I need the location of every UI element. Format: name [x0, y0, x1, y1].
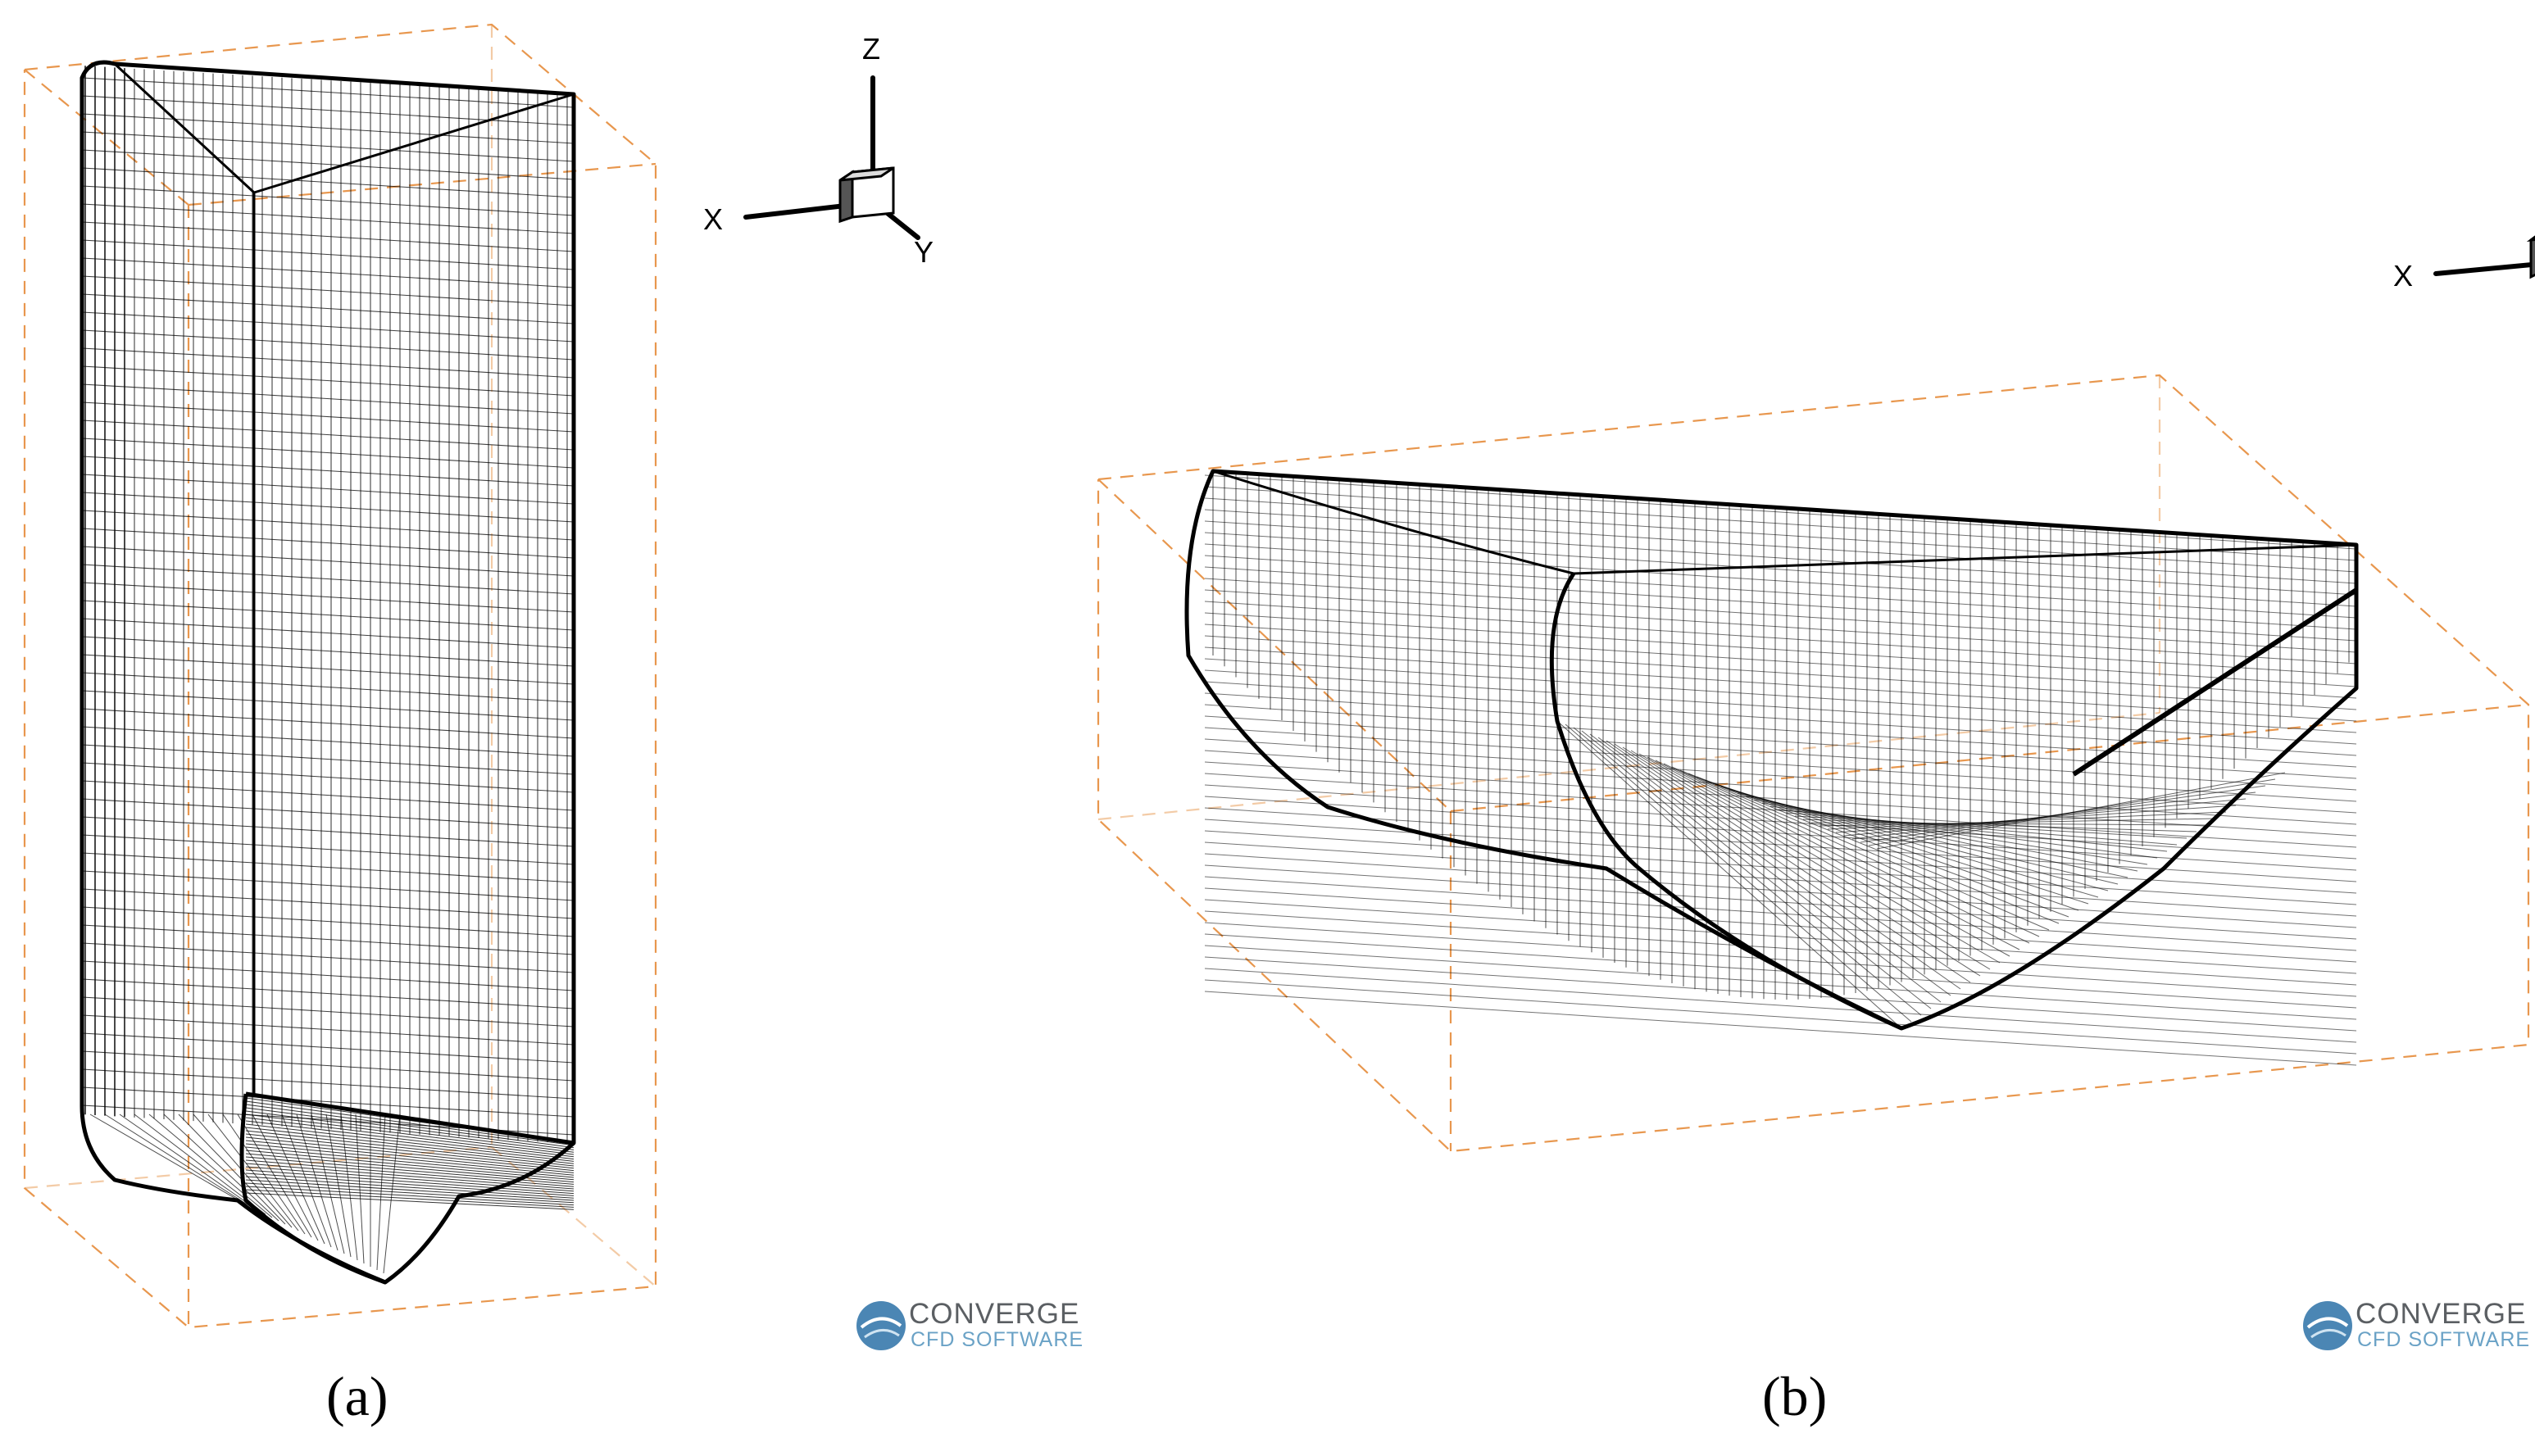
axis-cube-icon — [2526, 235, 2535, 279]
x-axis-line — [743, 202, 855, 220]
swirl-icon — [2303, 1301, 2352, 1350]
y-axis-line — [883, 209, 920, 240]
logo-text-main: CONVERGE — [2356, 1298, 2526, 1330]
axis-triad-a: Z X Y — [703, 32, 934, 269]
panel-b-canvas: Z X Y CONVERGE CFD SOFTWARE — [1097, 235, 2535, 1351]
logo-text-sub: CFD SOFTWARE — [911, 1328, 1084, 1351]
y-axis-label: Y — [914, 235, 934, 269]
caption-b: (b) — [1762, 1365, 1828, 1427]
bounding-box-b — [1097, 374, 2530, 1153]
x-axis-label: X — [2393, 259, 2413, 293]
x-axis-label: X — [703, 202, 723, 236]
mesh-b — [1184, 469, 2359, 1066]
x-axis-line — [2433, 261, 2535, 276]
panel-a: Z X Y CONVERGE CFD SOFTWARE — [0, 0, 1115, 1456]
axis-cube-icon — [838, 166, 895, 224]
panel-b: Z X Y CONVERGE CFD SOFTWARE — [1065, 0, 2535, 1456]
converge-logo-a: CONVERGE CFD SOFTWARE — [856, 1298, 1084, 1351]
z-axis-label: Z — [862, 32, 880, 66]
logo-text-main: CONVERGE — [909, 1298, 1079, 1330]
converge-logo-b: CONVERGE CFD SOFTWARE — [2303, 1298, 2530, 1351]
mesh-a-outline — [80, 60, 576, 1285]
mesh-a — [80, 60, 576, 1285]
axis-triad-b: Z X Y — [2393, 235, 2535, 293]
swirl-icon — [856, 1301, 906, 1350]
mesh-b-outline — [1184, 469, 2359, 1031]
logo-text-sub: CFD SOFTWARE — [2357, 1328, 2530, 1351]
caption-a: (a) — [326, 1365, 388, 1427]
bounding-box-a — [23, 23, 657, 1329]
panel-a-canvas: Z X Y CONVERGE CFD SOFTWARE — [23, 23, 1084, 1351]
